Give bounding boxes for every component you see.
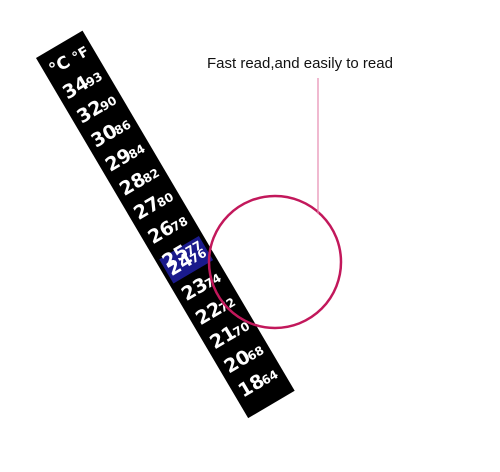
caption-text: Fast read,and easily to read [207,55,393,72]
thermometer-strip: °C °F 34 93 32 90 30 86 29 84 28 82 [36,30,295,419]
strip-body [36,30,295,419]
unit-fahrenheit: °F [70,44,92,66]
highlight-box [159,235,214,284]
temperature-rows: 34 93 32 90 30 86 29 84 28 82 27 80 [59,69,281,402]
callout-circle [207,194,343,330]
